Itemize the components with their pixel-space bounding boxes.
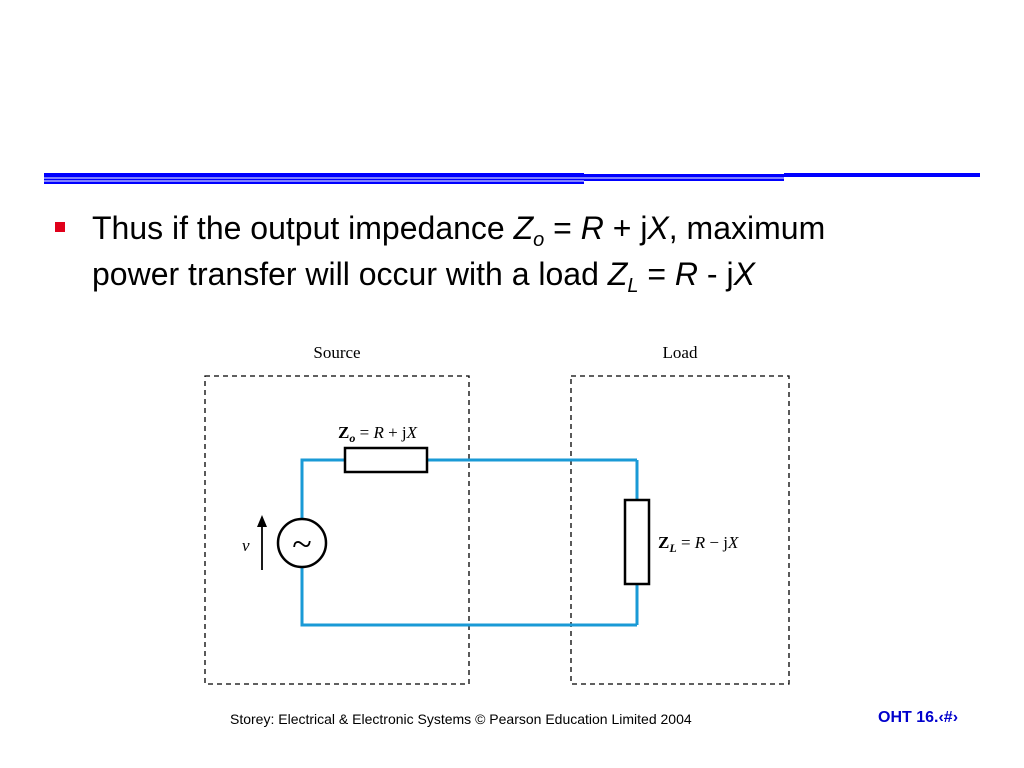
bullet-line-1: Thus if the output impedance Zo = R + jX… xyxy=(92,205,972,251)
text-fragment: - j xyxy=(698,256,734,292)
bullet-line-2: power transfer will occur with a load ZL… xyxy=(92,251,972,297)
symbol-z: Z xyxy=(607,256,628,292)
text-fragment: = xyxy=(544,210,581,246)
text-fragment: Thus if the output impedance xyxy=(92,210,514,246)
header-rule xyxy=(44,173,980,184)
text-fragment: , maximum xyxy=(668,210,826,246)
symbol-subscript: L xyxy=(627,275,639,297)
bullet-text: Thus if the output impedance Zo = R + jX… xyxy=(92,205,972,297)
text-fragment: = xyxy=(638,256,675,292)
symbol-r: R xyxy=(674,256,699,292)
text-fragment: + j xyxy=(603,210,648,246)
voltage-label: v xyxy=(242,536,250,555)
header-rule-mid xyxy=(584,174,784,181)
ac-wave-glyph: ~ xyxy=(292,524,311,564)
header-rule-thick xyxy=(44,173,584,184)
page-number: OHT 16.‹#› xyxy=(878,709,959,726)
zo-label: Zo = R + jX xyxy=(338,423,418,445)
load-impedance-resistor xyxy=(623,498,651,586)
circuit-diagram: Source Load Zo = R + jX ZL = R − jX ~ v xyxy=(204,343,790,685)
source-label: Source xyxy=(313,343,360,362)
circuit-wire xyxy=(300,458,639,627)
load-box xyxy=(570,375,790,685)
text-fragment: power transfer will occur with a load xyxy=(92,256,608,292)
symbol-x: X xyxy=(647,210,669,246)
symbol-z: Z xyxy=(513,210,534,246)
source-box xyxy=(204,375,470,685)
symbol-x: X xyxy=(733,256,755,292)
arrowhead-icon xyxy=(257,515,267,527)
symbol-subscript: o xyxy=(533,229,545,251)
ac-source-icon xyxy=(276,517,328,569)
bullet-point: Thus if the output impedance Zo = R + jX… xyxy=(52,205,972,297)
load-label: Load xyxy=(663,343,698,362)
bullet-square-icon xyxy=(55,222,65,232)
source-impedance-resistor xyxy=(343,446,429,474)
header-rule-thin xyxy=(784,173,980,177)
symbol-r: R xyxy=(580,210,604,246)
footer-credit: Storey: Electrical & Electronic Systems … xyxy=(230,711,692,727)
zl-label: ZL = R − jX xyxy=(658,533,739,555)
